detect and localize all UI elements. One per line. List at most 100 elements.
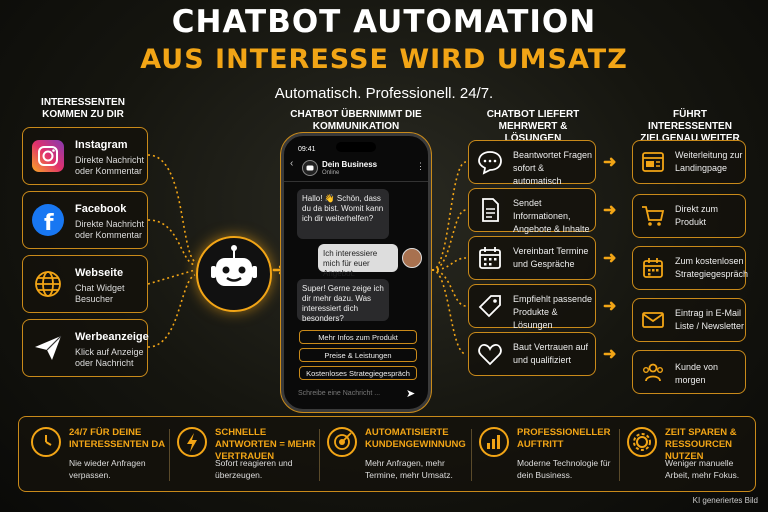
phone-time: 09:41 (298, 146, 316, 153)
target-text: Weiterleitung zur Landingpage (675, 150, 743, 173)
source-card-webseite: Webseite Chat Widget Besucher (22, 255, 148, 313)
benefit-text: Moderne Technologie für dein Business. (517, 458, 611, 480)
back-icon[interactable]: ‹ (290, 158, 294, 169)
arrow-right-icon: ➜ (603, 154, 617, 171)
instagram-icon (32, 140, 64, 172)
message-input[interactable]: Schreibe eine Nachricht ... (298, 390, 381, 397)
tag-icon (478, 295, 501, 318)
browser-icon (642, 152, 664, 172)
target-icon (327, 427, 357, 457)
user-avatar (402, 248, 422, 268)
calendar-icon (643, 258, 663, 278)
source-subtitle: Klick auf Anzeige oder Nachricht (75, 347, 144, 368)
arrow-right-icon: ➜ (603, 298, 617, 315)
phone-mockup: 09:41 ‹ Dein Business Online ⋮ Hallo! 👋 … (281, 133, 431, 412)
value-text: Vereinbart Termine und Gespräche (513, 246, 589, 269)
send-icon[interactable]: ➤ (406, 388, 416, 400)
globe-icon (32, 268, 64, 300)
cart-icon (642, 206, 665, 226)
robot-hub (196, 236, 272, 312)
divider (284, 181, 428, 182)
divider (319, 429, 320, 481)
quick-reply-button[interactable]: Mehr Infos zum Produkt (299, 330, 417, 344)
title-line-1: CHATBOT AUTOMATION (171, 4, 597, 40)
target-text: Kunde von morgen (675, 362, 719, 385)
quick-reply-button[interactable]: Preise & Leistungen (299, 348, 417, 362)
source-title: Instagram (75, 139, 128, 151)
source-title: Werbeanzeige (75, 331, 149, 343)
connector-value-1 (431, 161, 467, 271)
value-card: Beantwortet Fragen sofort & automatisch (468, 140, 596, 186)
heart-icon (478, 344, 502, 366)
benefit-title: 24/7 FÜR DEINE INTERESSENTEN DA (69, 427, 166, 450)
document-icon (482, 198, 499, 222)
value-card: Vereinbart Termine und Gespräche (468, 236, 596, 280)
benefit-text: Mehr Anfragen, mehr Termine, mehr Umsatz… (365, 458, 453, 480)
benefit-text: Sofort reagieren und überzeugen. (215, 458, 293, 480)
benefit-title: ZEIT SPAREN & RESSOURCEN NUTZEN (665, 427, 737, 462)
connector-werbeanzeige (147, 274, 196, 348)
footer-note: KI generiertes Bild (692, 496, 758, 505)
connector-value-3 (431, 257, 467, 271)
source-subtitle: Chat Widget Besucher (75, 283, 125, 304)
quick-reply-button[interactable]: Kostenloses Strategiegespräch (299, 366, 417, 380)
benefit-title: PROFESSIONELLER AUFTRITT (517, 427, 611, 450)
title-line-2: AUS INTERESSE WIRD UMSATZ (140, 44, 628, 75)
target-text: Direkt zum Produkt (675, 204, 719, 227)
benefit-title: AUTOMATISIERTE KUNDENGEWINNUNG (365, 427, 466, 450)
target-card: Kunde von morgen (632, 350, 746, 394)
contact-status: Online (322, 170, 340, 176)
chat-bubble-icon (478, 151, 502, 175)
arrow-right-icon: ➜ (603, 346, 617, 363)
facebook-icon: f (32, 204, 64, 236)
benefit-text: Nie wieder Anfragen verpassen. (69, 458, 146, 480)
value-text: Beantwortet Fragen sofort & automatisch (513, 150, 593, 186)
connector-facebook (147, 219, 196, 266)
column-heading-chatbot: CHATBOT ÜBERNIMMT DIE KOMMUNIKATION (290, 109, 422, 132)
benefit-item: 24/7 FÜR DEINE INTERESSENTEN DA Nie wied… (27, 417, 167, 493)
arrow-right-icon: ➜ (603, 202, 617, 219)
connector-instagram (147, 154, 196, 263)
benefit-item: ZEIT SPAREN & RESSOURCEN NUTZEN Weniger … (623, 417, 757, 493)
target-card: Weiterleitung zur Landingpage (632, 140, 746, 184)
clock-icon (31, 427, 61, 457)
arrow-right-icon: ➜ (603, 250, 617, 267)
target-card: Direkt zum Produkt (632, 194, 746, 238)
value-card: Baut Vertrauen auf und qualifiziert (468, 332, 596, 376)
target-card: Zum kostenlosen Strategiegespräch (632, 246, 748, 290)
business-avatar-icon (302, 160, 318, 176)
connector-value-2 (431, 209, 467, 271)
source-card-facebook: f Facebook Direkte Nachricht oder Kommen… (22, 191, 148, 249)
benefits-bar: 24/7 FÜR DEINE INTERESSENTEN DA Nie wied… (18, 416, 756, 492)
bot-message-1: Hallo! 👋 Schön, dass du da bist. Womit k… (297, 189, 389, 239)
mail-icon (642, 312, 664, 328)
phone-notch (336, 142, 376, 152)
robot-icon (211, 245, 257, 286)
benefit-item: PROFESSIONELLER AUFTRITT Moderne Technol… (475, 417, 615, 493)
benefit-text: Weniger manuelle Arbeit, mehr Fokus. (665, 458, 740, 480)
target-text: Eintrag in E-Mail Liste / Newsletter (675, 308, 745, 331)
source-card-werbeanzeige: Werbeanzeige Klick auf Anzeige oder Nach… (22, 319, 149, 377)
divider (471, 429, 472, 481)
value-text: Sendet Informationen, Angebote & Inhalte (513, 198, 590, 234)
lightning-icon (177, 427, 207, 457)
contact-name: Dein Business (322, 160, 378, 169)
source-subtitle: Direkte Nachricht oder Kommentar (75, 155, 145, 176)
source-card-instagram: Instagram Direkte Nachricht oder Komment… (22, 127, 148, 185)
source-title: Webseite (75, 267, 124, 279)
target-card: Eintrag in E-Mail Liste / Newsletter (632, 298, 746, 342)
more-menu-icon[interactable]: ⋮ (416, 161, 425, 171)
source-subtitle: Direkte Nachricht oder Kommentar (75, 219, 145, 240)
connector-value-5 (431, 269, 467, 355)
divider (619, 429, 620, 481)
divider (169, 429, 170, 481)
connector-value-4 (431, 269, 467, 307)
value-card: Empfiehlt passende Produkte & Lösungen (468, 284, 596, 330)
tagline: Automatisch. Professionell. 24/7. (274, 85, 494, 102)
gear-icon (627, 427, 657, 457)
user-message: Ich interessiere mich für euer Angebot. (318, 244, 398, 278)
column-heading-values: CHATBOT LIEFERT MEHRWERT & LÖSUNGEN (486, 109, 580, 144)
paper-plane-icon (32, 332, 64, 364)
benefit-item: AUTOMATISIERTE KUNDENGEWINNUNG Mehr Anfr… (323, 417, 466, 493)
